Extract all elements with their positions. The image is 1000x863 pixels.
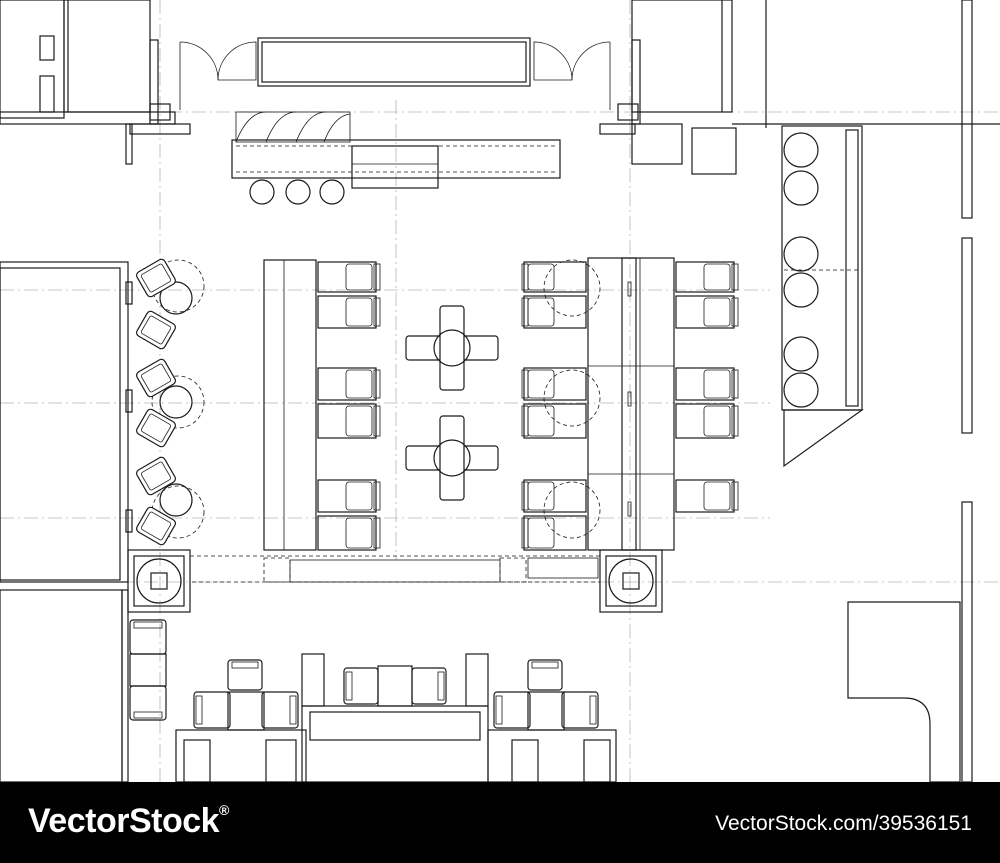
entrance [179, 37, 611, 110]
booth-left [263, 259, 381, 551]
lower-seating [129, 619, 599, 731]
booth-right [521, 257, 739, 551]
partition-row [189, 555, 601, 583]
floor-plan [0, 0, 1000, 782]
brand-logo: VectorStock® [28, 802, 229, 841]
watermark-footer: VectorStock® VectorStock.com/39536151 [0, 782, 1000, 863]
brand-name: VectorStock [28, 802, 220, 840]
image-id-label: VectorStock.com/39536151 [715, 812, 972, 835]
wall-bench-right [781, 125, 864, 468]
registered-mark: ® [219, 802, 229, 818]
columns [127, 549, 663, 613]
room-bottom-right [847, 601, 961, 782]
lounge-left [136, 258, 205, 546]
center-tables [405, 305, 499, 501]
bottom-counter [175, 705, 617, 782]
walls [0, 0, 1000, 782]
bar-counter [231, 111, 561, 205]
